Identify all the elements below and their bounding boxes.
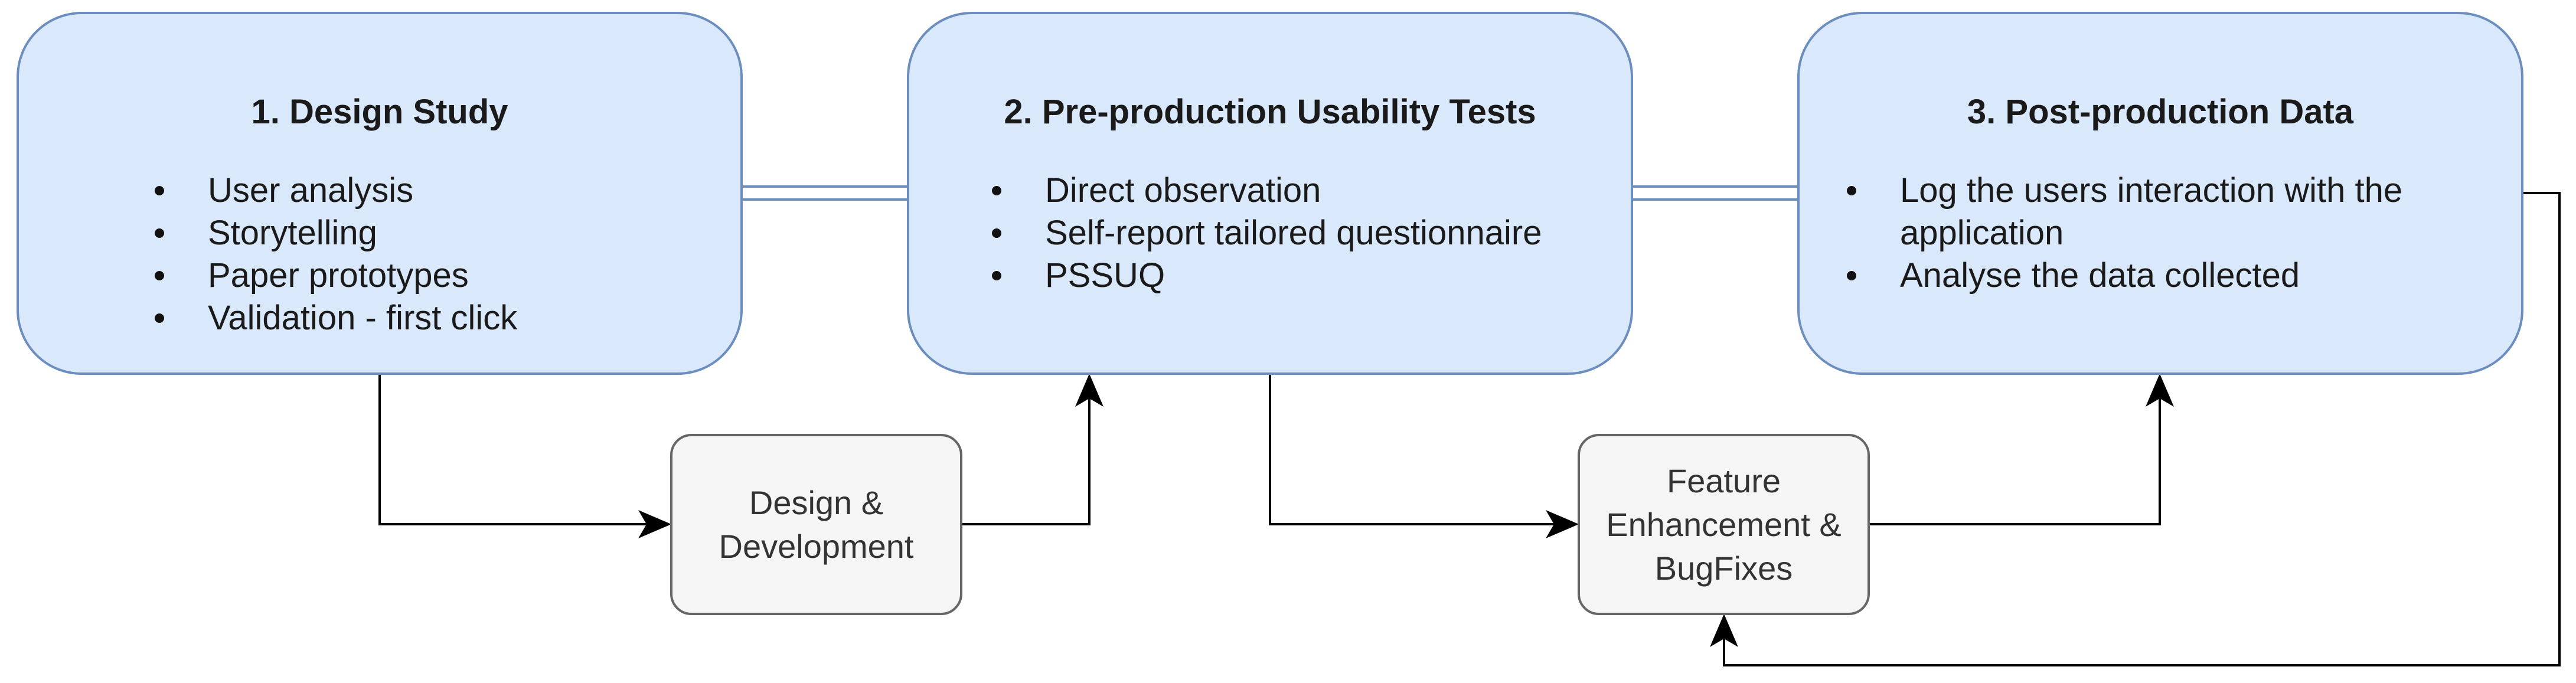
arrow-pretests-to-enhancement <box>1269 375 1579 538</box>
bullet-item: Analyse the data collected <box>1847 254 2508 297</box>
bullet-text: Direct observation <box>1045 171 1321 210</box>
bullet-icon <box>992 186 1001 195</box>
bullet-item: Storytelling <box>155 212 721 254</box>
arrow-design-study-to-development <box>378 375 671 538</box>
bullet-list: Direct observation Self-report tailored … <box>992 169 1618 297</box>
bullet-item: Direct observation <box>992 169 1618 212</box>
stage-title: 2. Pre-production Usability Tests <box>1004 93 1536 131</box>
bullet-text: Validation - first click <box>208 299 518 337</box>
bullet-text: Storytelling <box>208 214 377 252</box>
stage-design-study: 1. Design Study User analysis Storytelli… <box>17 12 743 375</box>
process-design-development: Design &Development <box>670 434 962 615</box>
arrow-enhancement-to-postdata <box>1870 374 2174 525</box>
bullet-list: Log the users interaction with the appli… <box>1847 169 2508 297</box>
bullet-text: Log the users interaction with the appli… <box>1900 171 2403 252</box>
bullet-icon <box>155 228 164 238</box>
bullet-item: User analysis <box>155 169 721 212</box>
bullet-icon <box>1847 186 1856 195</box>
bullet-item: Validation - first click <box>155 297 721 339</box>
stage-title: 1. Design Study <box>251 93 508 131</box>
bullet-item: Log the users interaction with the appli… <box>1847 169 2508 254</box>
bullet-icon <box>155 271 164 280</box>
bullet-text: Paper prototypes <box>208 256 469 295</box>
arrow-development-to-pretests <box>962 374 1103 525</box>
bullet-icon <box>992 271 1001 280</box>
bullet-icon <box>1847 271 1856 280</box>
stage-preproduction-tests: 2. Pre-production Usability Tests Direct… <box>907 12 1633 375</box>
stage-title: 3. Post-production Data <box>1967 93 2354 131</box>
arrow-postdata-feedback-loop <box>1710 192 2561 666</box>
bullet-text: User analysis <box>208 171 414 210</box>
stage-link-2-3 <box>1633 185 1797 201</box>
bullet-text: PSSUQ <box>1045 256 1165 295</box>
process-label: Design &Development <box>719 483 914 565</box>
stage-link-1-2 <box>743 185 907 201</box>
bullet-item: Self-report tailored questionnaire <box>992 212 1618 254</box>
bullet-icon <box>155 313 164 323</box>
stage-postproduction-data: 3. Post-production Data Log the users in… <box>1797 12 2523 375</box>
bullet-item: PSSUQ <box>992 254 1618 297</box>
bullet-text: Analyse the data collected <box>1900 256 2300 295</box>
bullet-item: Paper prototypes <box>155 254 721 297</box>
bullet-icon <box>155 186 164 195</box>
bullet-icon <box>992 228 1001 238</box>
bullet-list: User analysis Storytelling Paper prototy… <box>155 169 721 339</box>
bullet-text: Self-report tailored questionnaire <box>1045 214 1542 252</box>
